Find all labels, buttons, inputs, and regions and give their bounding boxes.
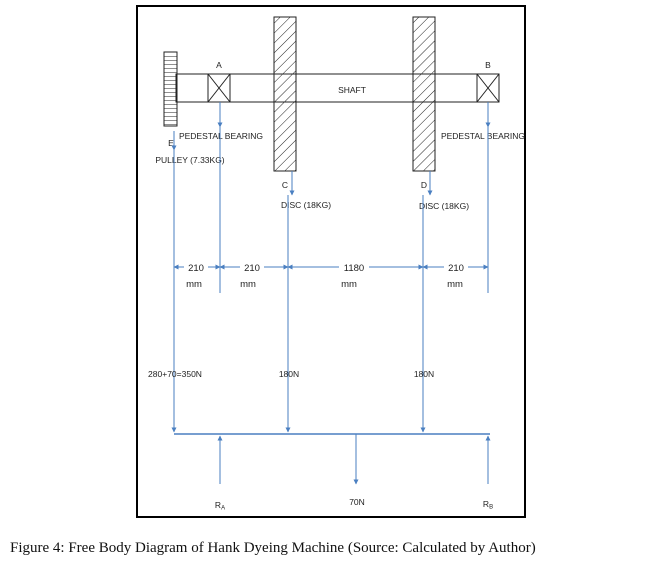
point-b-label: B (485, 60, 491, 70)
pulley-load-value: 280+70=350N (148, 369, 202, 379)
disc-c-label: DISC (18KG) (281, 200, 331, 210)
disc-d-load-value: 180N (414, 369, 434, 379)
dimension-unit-4: mm (447, 279, 463, 290)
dimension-unit-3: mm (341, 279, 357, 290)
reaction-a-label: RA (215, 500, 225, 512)
dimension-value-1: 210 (188, 263, 204, 274)
point-e-label: E (168, 138, 174, 148)
disc-c-load-value: 180N (279, 369, 299, 379)
figure-frame (136, 5, 526, 518)
pulley (163, 51, 178, 127)
disc-d (412, 16, 436, 172)
point-d-label: D (421, 180, 427, 190)
dimension-value-3: 1180 (344, 263, 364, 274)
disc-d-label: DISC (18KG) (419, 201, 469, 211)
reaction-b-label: RB (483, 499, 493, 511)
center-load-value: 70N (349, 497, 365, 507)
shaft-label: SHAFT (338, 85, 366, 95)
figure-caption: Figure 4: Free Body Diagram of Hank Dyei… (10, 540, 536, 556)
point-a-label: A (216, 60, 222, 70)
dimension-value-4: 210 (448, 263, 464, 274)
bearing-left-label: PEDESTAL BEARING (179, 131, 263, 141)
point-c-label: C (282, 180, 288, 190)
bearing-right-label: PEDESTAL BEARING (441, 131, 525, 141)
disc-c (273, 16, 297, 172)
pulley-label: PULLEY (7.33KG) (155, 155, 224, 165)
dimension-unit-2: mm (240, 279, 256, 290)
dimension-unit-1: mm (186, 279, 202, 290)
dimension-value-2: 210 (244, 263, 260, 274)
